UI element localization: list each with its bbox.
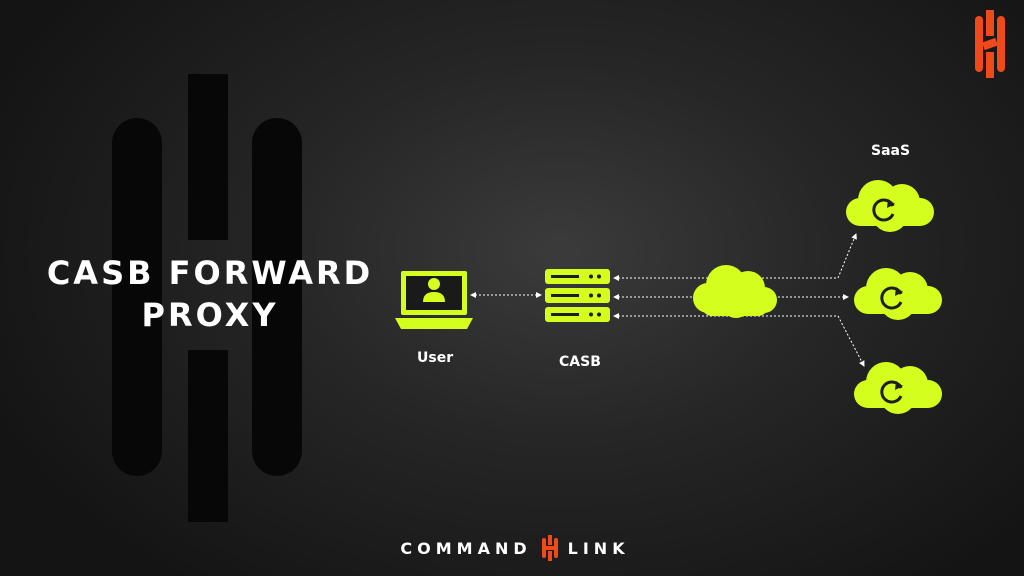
brand-word-link: LINK [567, 538, 630, 558]
title-line-2: PROXY [141, 296, 279, 334]
saas-cloud-icon [854, 362, 942, 414]
saas-cloud-icon [854, 268, 942, 320]
commandlink-logo-icon [541, 535, 558, 561]
cloud-icon [693, 265, 777, 318]
server-stack-icon [545, 269, 610, 322]
laptop-user-icon [395, 271, 473, 329]
saas-label: SaaS [871, 143, 911, 159]
title-line-1: CASB FORWARD [46, 254, 374, 292]
decorative-logo-icon [112, 74, 302, 522]
user-label: User [417, 350, 454, 366]
brand-wordmark: COMMAND LINK [380, 534, 650, 562]
brand-word-command: COMMAND [400, 538, 532, 558]
edge-casb-saas-bottom [613, 313, 865, 367]
edge-casb-saas-top [613, 233, 857, 281]
casb-label: CASB [559, 354, 601, 370]
commandlink-logo-icon [975, 10, 1005, 78]
slide-title: CASB FORWARD PROXY [40, 252, 380, 336]
saas-cloud-icon [846, 180, 934, 232]
